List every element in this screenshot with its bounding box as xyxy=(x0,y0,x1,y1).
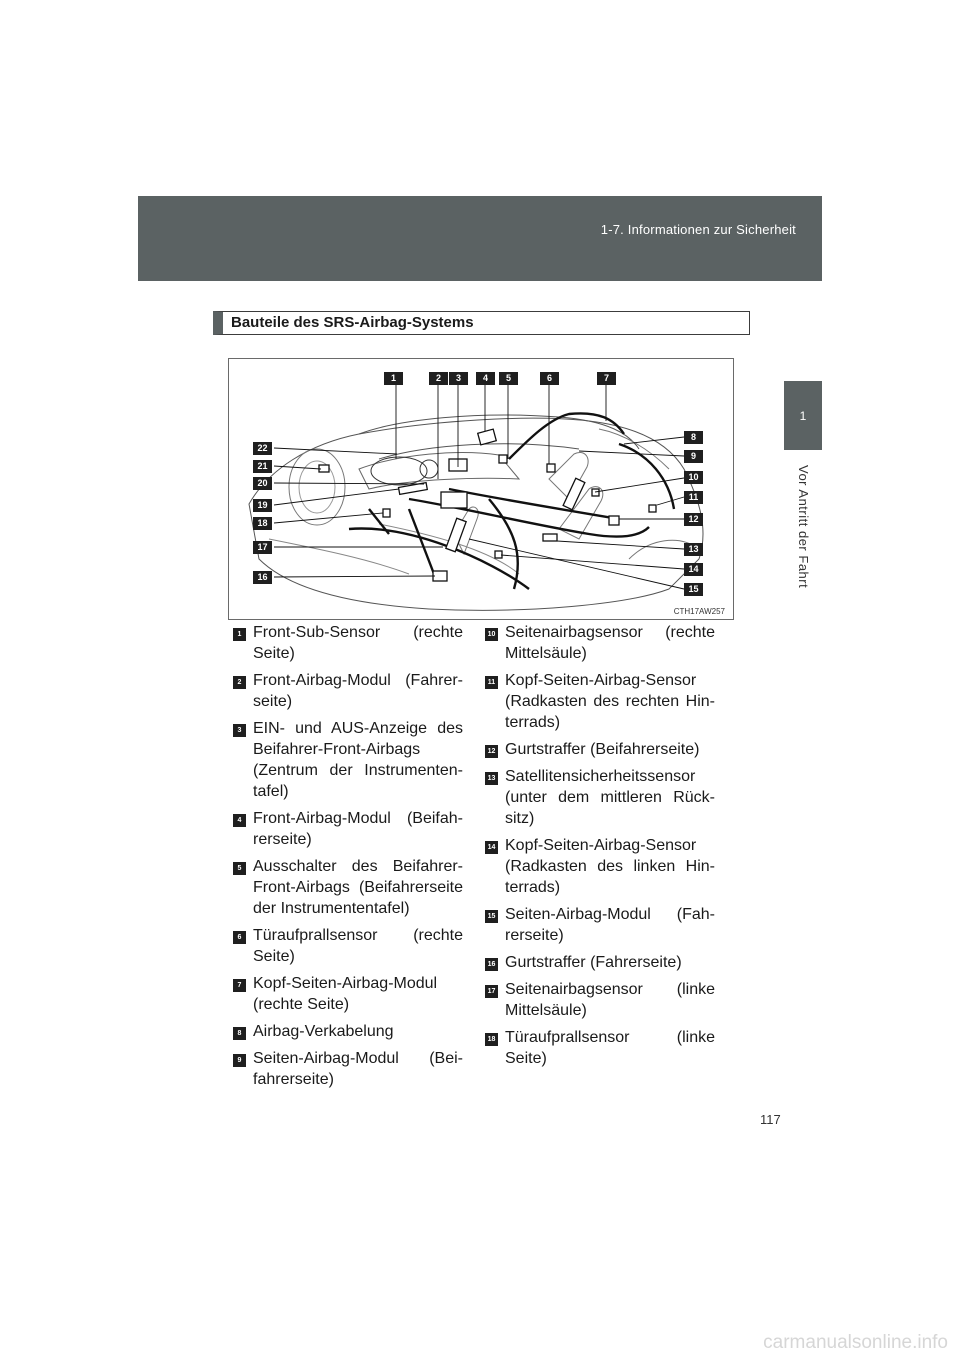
callout-15: 15 xyxy=(684,583,703,596)
list-item: 8 Airbag-Verkabelung xyxy=(233,1021,463,1042)
item-number-badge: 17 xyxy=(485,985,498,998)
item-number-badge: 12 xyxy=(485,745,498,758)
callout-8: 8 xyxy=(684,431,703,444)
page-number: 117 xyxy=(760,1112,781,1127)
item-text: Kopf-Seiten-Airbag-Modul (rechte Seite) xyxy=(253,973,463,1015)
list-item: 6 Türaufprallsensor (rechte Seite) xyxy=(233,925,463,967)
item-text: Gurtstraffer (Fahrerseite) xyxy=(505,952,715,973)
item-number-badge: 10 xyxy=(485,628,498,641)
item-number-badge: 4 xyxy=(233,814,246,827)
item-text: Front-Sub-Sensor (rechte Seite) xyxy=(253,622,463,664)
callout-14: 14 xyxy=(684,563,703,576)
item-number-badge: 3 xyxy=(233,724,246,737)
item-text: Seiten-Airbag-Modul (Bei-fahrerseite) xyxy=(253,1048,463,1090)
item-number-badge: 6 xyxy=(233,931,246,944)
callout-10: 10 xyxy=(684,471,703,484)
header-band: 1-7. Informationen zur Sicherheit xyxy=(138,196,822,281)
callout-21: 21 xyxy=(253,460,272,473)
item-text: Ausschalter des Beifahrer-Front-Airbags … xyxy=(253,856,463,919)
item-number-badge: 13 xyxy=(485,772,498,785)
list-item: 18 Türaufprallsensor (linke Seite) xyxy=(485,1027,715,1069)
item-number-badge: 7 xyxy=(233,979,246,992)
item-number-badge: 2 xyxy=(233,676,246,689)
list-item: 4 Front-Airbag-Modul (Beifah-rerseite) xyxy=(233,808,463,850)
item-text: Seitenairbagsensor (rechte Mittelsäule) xyxy=(505,622,715,664)
item-number-badge: 9 xyxy=(233,1054,246,1067)
component-list-right: 10 Seitenairbagsensor (rechte Mittelsäul… xyxy=(485,622,715,1075)
list-item: 15 Seiten-Airbag-Modul (Fah-rerseite) xyxy=(485,904,715,946)
list-item: 13 Satellitensicherheitssensor (unter de… xyxy=(485,766,715,829)
callout-16: 16 xyxy=(253,571,272,584)
item-text: Airbag-Verkabelung xyxy=(253,1021,463,1042)
figure-code: CTH17AW257 xyxy=(674,607,725,616)
chapter-title: Vor Antritt der Fahrt xyxy=(796,465,811,588)
item-number-badge: 15 xyxy=(485,910,498,923)
item-number-badge: 8 xyxy=(233,1027,246,1040)
callout-17: 17 xyxy=(253,541,272,554)
item-number-badge: 16 xyxy=(485,958,498,971)
callout-20: 20 xyxy=(253,477,272,490)
list-item: 5 Ausschalter des Beifahrer-Front-Airbag… xyxy=(233,856,463,919)
item-number-badge: 5 xyxy=(233,862,246,875)
component-list-left: 1 Front-Sub-Sensor (rechte Seite) 2 Fron… xyxy=(233,622,463,1096)
callout-13: 13 xyxy=(684,543,703,556)
item-text: Türaufprallsensor (linke Seite) xyxy=(505,1027,715,1069)
list-item: 3 EIN- und AUS-Anzeige des Beifahrer-Fro… xyxy=(233,718,463,802)
watermark: carmanualsonline.info xyxy=(763,1332,948,1354)
chapter-tab: 1 xyxy=(784,381,822,450)
item-text: Türaufprallsensor (rechte Seite) xyxy=(253,925,463,967)
callout-3: 3 xyxy=(449,372,468,385)
item-text: Satellitensicherheitssensor (unter dem m… xyxy=(505,766,715,829)
item-number-badge: 11 xyxy=(485,676,498,689)
item-text: Kopf-Seiten-Airbag-Sensor (Radkasten des… xyxy=(505,835,715,898)
list-item: 2 Front-Airbag-Modul (Fahrer-seite) xyxy=(233,670,463,712)
callout-11: 11 xyxy=(684,491,703,504)
item-text: Kopf-Seiten-Airbag-Sensor (Radkasten des… xyxy=(505,670,715,733)
item-text: Seitenairbagsensor (linke Mittelsäule) xyxy=(505,979,715,1021)
item-number-badge: 18 xyxy=(485,1033,498,1046)
item-text: Seiten-Airbag-Modul (Fah-rerseite) xyxy=(505,904,715,946)
section-header-title: 1-7. Informationen zur Sicherheit xyxy=(601,222,796,237)
list-item: 10 Seitenairbagsensor (rechte Mittelsäul… xyxy=(485,622,715,664)
callout-18: 18 xyxy=(253,517,272,530)
list-item: 12 Gurtstraffer (Beifahrerseite) xyxy=(485,739,715,760)
chapter-number: 1 xyxy=(784,409,822,423)
callout-1: 1 xyxy=(384,372,403,385)
callout-4: 4 xyxy=(476,372,495,385)
list-item: 11 Kopf-Seiten-Airbag-Sensor (Radkasten … xyxy=(485,670,715,733)
list-item: 9 Seiten-Airbag-Modul (Bei-fahrerseite) xyxy=(233,1048,463,1090)
item-number-badge: 14 xyxy=(485,841,498,854)
car-illustration xyxy=(229,359,733,619)
callout-7: 7 xyxy=(597,372,616,385)
list-item: 7 Kopf-Seiten-Airbag-Modul (rechte Seite… xyxy=(233,973,463,1015)
item-text: Gurtstraffer (Beifahrerseite) xyxy=(505,739,715,760)
list-item: 16 Gurtstraffer (Fahrerseite) xyxy=(485,952,715,973)
list-item: 17 Seitenairbagsensor (linke Mittelsäule… xyxy=(485,979,715,1021)
callout-2: 2 xyxy=(429,372,448,385)
item-text: EIN- und AUS-Anzeige des Beifahrer-Front… xyxy=(253,718,463,802)
section-heading: Bauteile des SRS-Airbag-Systems xyxy=(213,311,750,335)
item-text: Front-Airbag-Modul (Fahrer-seite) xyxy=(253,670,463,712)
callout-12: 12 xyxy=(684,513,703,526)
callout-19: 19 xyxy=(253,499,272,512)
list-item: 1 Front-Sub-Sensor (rechte Seite) xyxy=(233,622,463,664)
airbag-components-figure: 1 2 3 4 5 6 7 8 9 10 11 12 13 14 15 16 1… xyxy=(228,358,734,620)
item-number-badge: 1 xyxy=(233,628,246,641)
callout-22: 22 xyxy=(253,442,272,455)
list-item: 14 Kopf-Seiten-Airbag-Sensor (Radkasten … xyxy=(485,835,715,898)
callout-9: 9 xyxy=(684,450,703,463)
callout-6: 6 xyxy=(540,372,559,385)
item-text: Front-Airbag-Modul (Beifah-rerseite) xyxy=(253,808,463,850)
callout-5: 5 xyxy=(499,372,518,385)
